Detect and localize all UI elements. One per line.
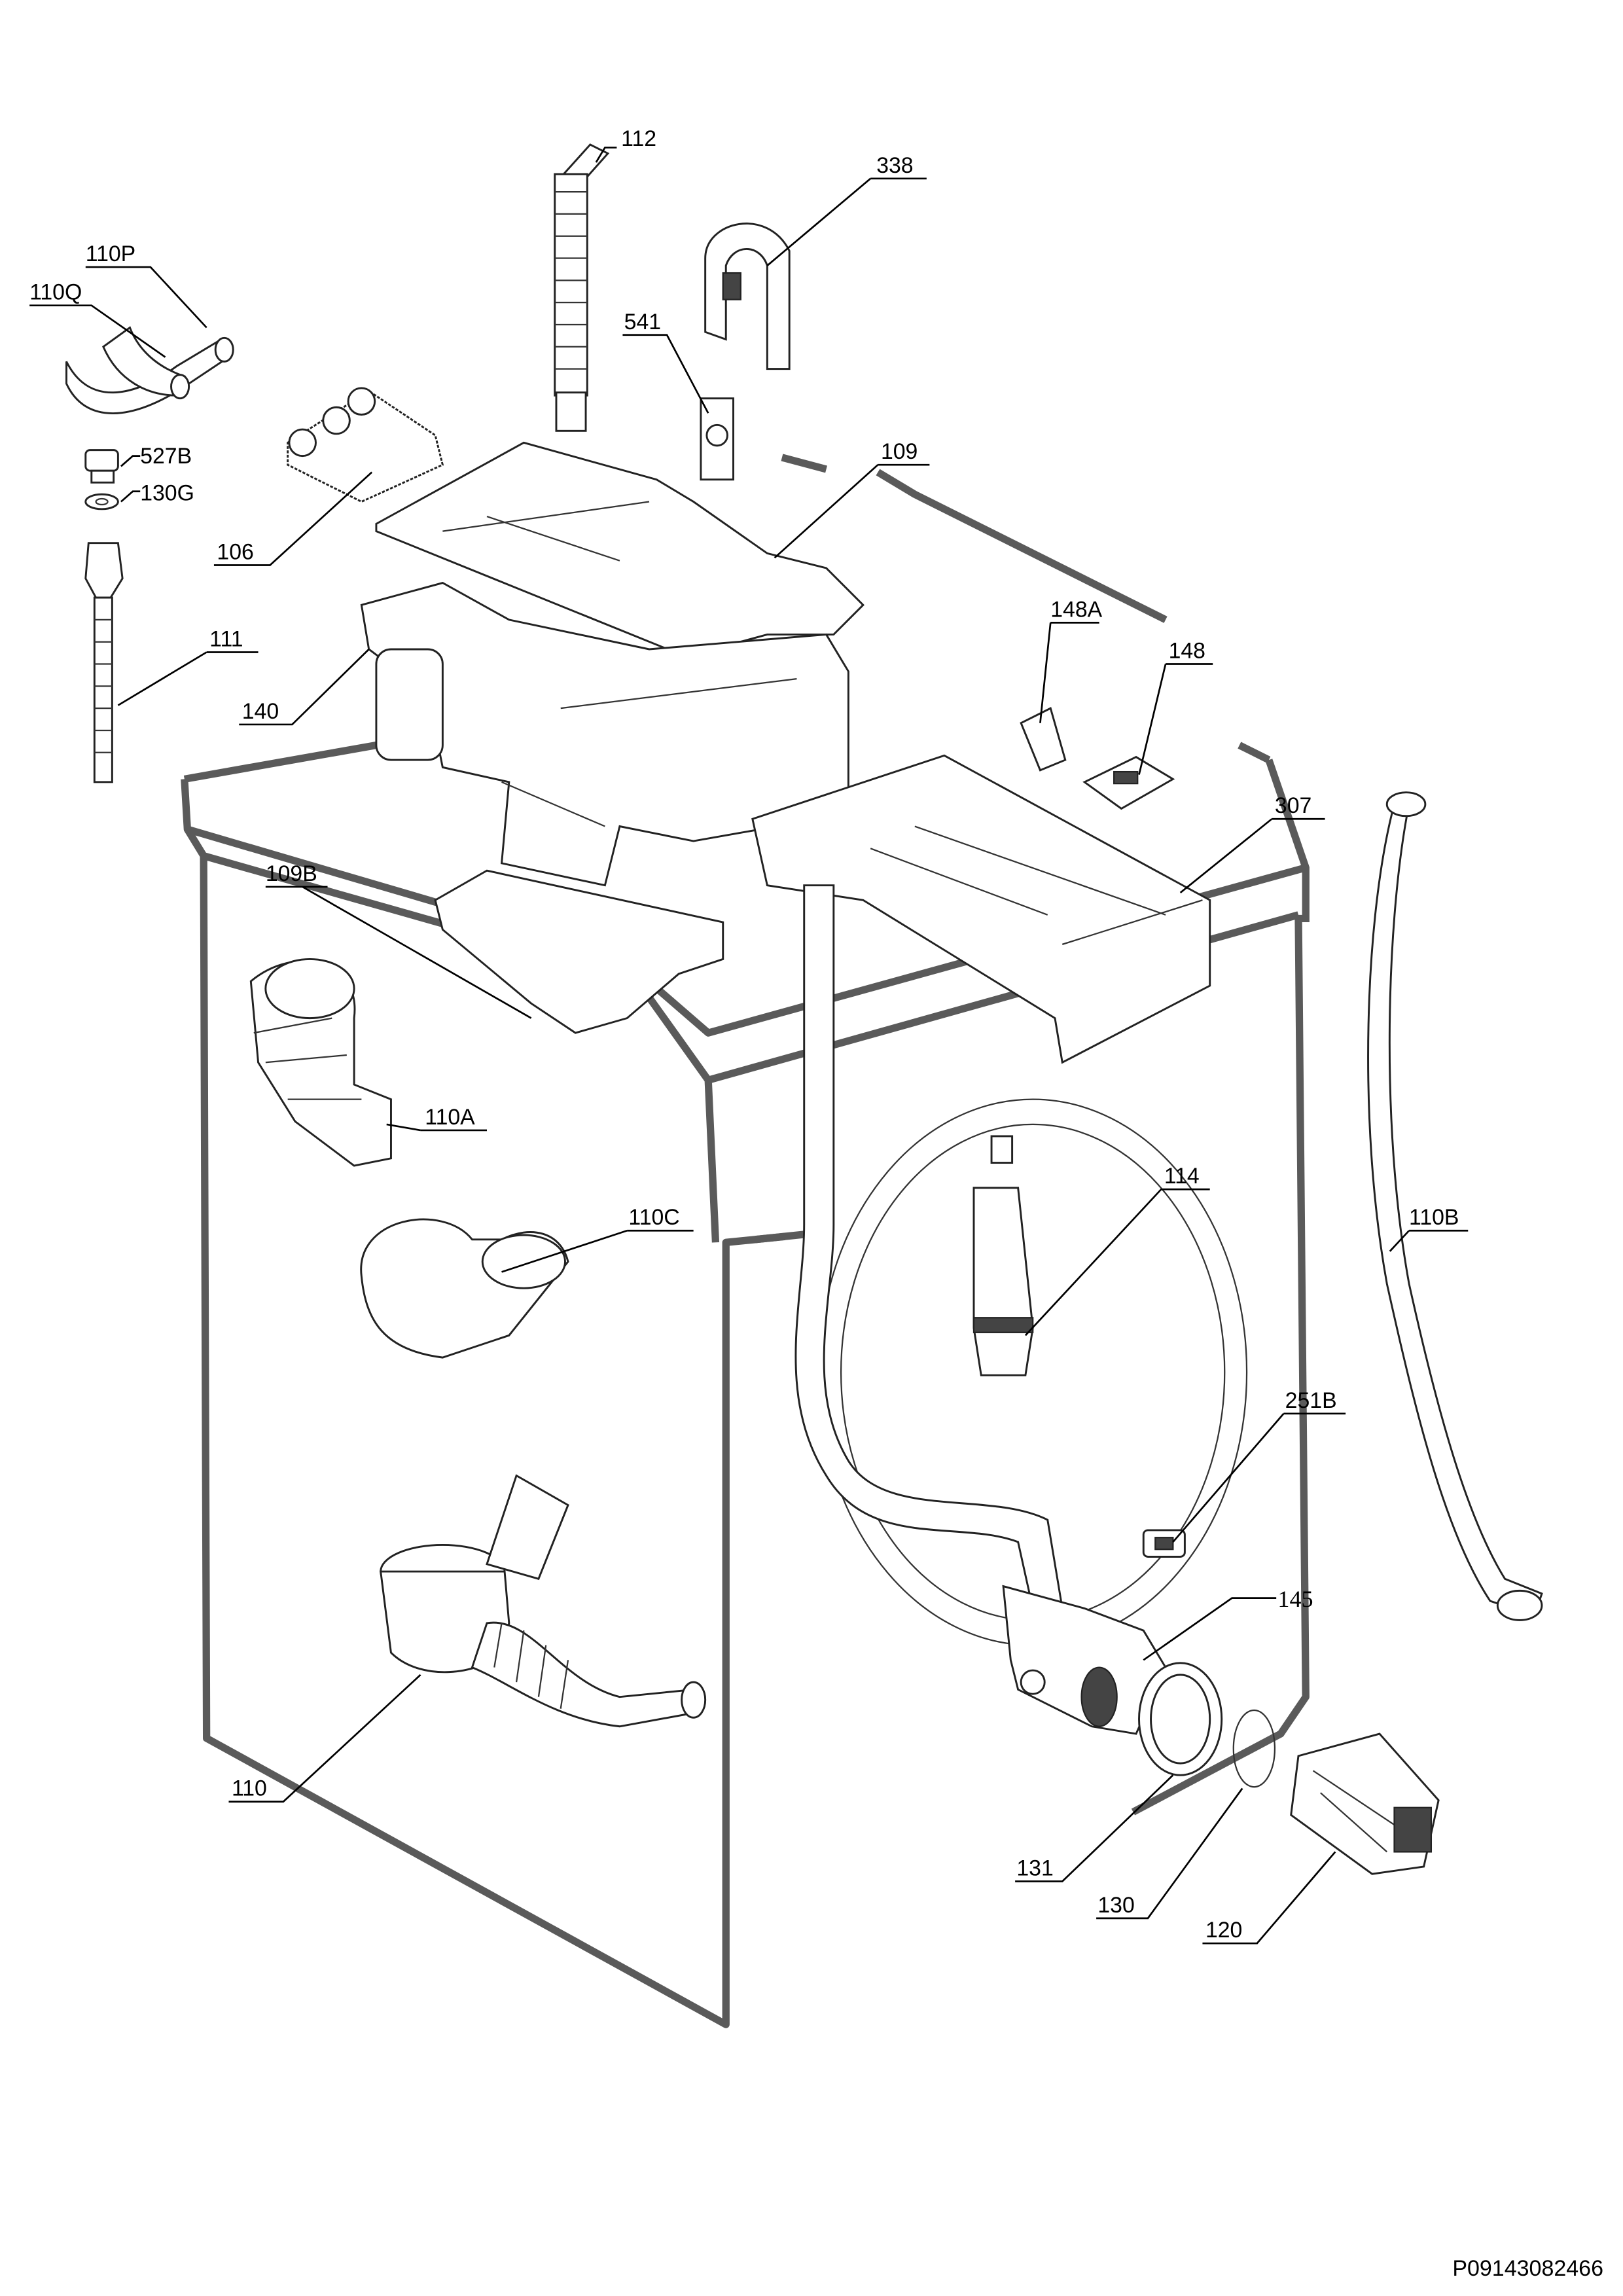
bracket-541 [700,397,734,481]
callout-131: 131 [1016,1856,1053,1880]
part-148 [1082,755,1175,810]
callout-110p: 110P [86,242,135,266]
callout-109b: 109B [266,861,317,886]
callout-307: 307 [1275,793,1311,818]
callout-111: 111 [209,626,243,651]
pressure-chamber-114 [972,1135,1034,1376]
callout-140: 140 [242,699,279,724]
dispenser-drawer-307 [751,754,1211,1064]
callout-541: 541 [624,310,661,334]
drain-pump-145 [1002,1585,1167,1735]
callout-148a: 148A [1050,597,1102,622]
callout-114: 114 [1164,1164,1200,1189]
callout-130: 130 [1097,1893,1134,1918]
callout-110: 110 [232,1776,267,1801]
callout-110b: 110B [1409,1205,1459,1230]
callout-338: 338 [876,153,913,178]
bellows-110c [360,1218,569,1359]
callout-145: 145 [1277,1586,1313,1612]
o-ring-130 [1232,1709,1276,1788]
callout-251b: 251B [1285,1388,1337,1413]
bellows-110a [249,958,392,1167]
hose-clip-338 [704,223,791,370]
callout-110c: 110C [628,1205,679,1230]
sump-hose-110 [380,1474,707,1728]
inlet-valve-106 [287,387,444,503]
drawing-code: P09143082466 [1452,2256,1603,2281]
callout-labels: 112 338 110P 110Q 541 109 527B 130G 106 … [29,126,1459,1943]
callout-109: 109 [881,439,918,464]
callout-148: 148 [1169,639,1205,664]
hose-110p-110q [65,326,234,415]
callout-527b: 527B [140,444,192,469]
clip-251b [1142,1529,1186,1558]
hose-112 [554,143,610,432]
leader-lines [29,147,1469,1945]
callout-110a: 110A [425,1105,475,1130]
dispenser-housing-109-140 [360,441,865,887]
callout-110q: 110Q [29,280,82,305]
callout-130g: 130G [140,480,194,505]
drain-hose-110b [1367,791,1543,1621]
filter-120 [1290,1732,1440,1875]
callout-120: 120 [1205,1918,1242,1943]
callout-106: 106 [217,539,253,564]
seal-131 [1138,1662,1223,1776]
clip-148a [1020,707,1067,772]
duct-109b [434,869,724,1034]
fitting-527b-130g [84,449,119,511]
callout-112: 112 [621,126,656,151]
inlet-hose-111 [84,542,124,783]
